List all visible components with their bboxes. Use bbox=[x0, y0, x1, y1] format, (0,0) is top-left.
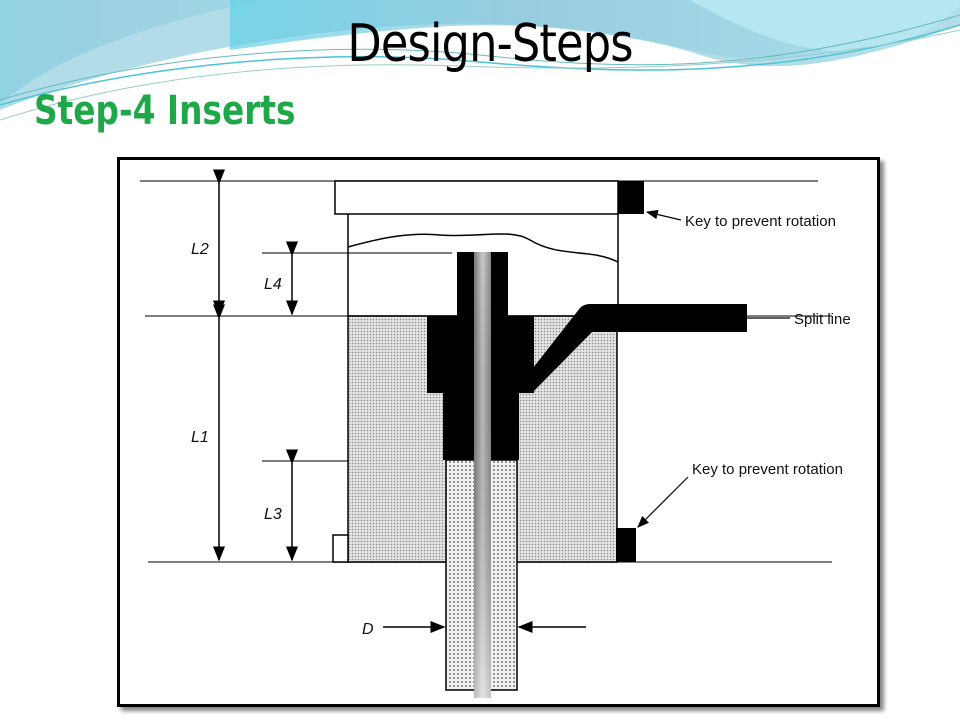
top-key bbox=[618, 181, 644, 214]
slide-title: Design-Steps bbox=[347, 14, 633, 74]
callout-top-key: Key to prevent rotation bbox=[685, 213, 836, 230]
bottom-key bbox=[616, 528, 636, 562]
dimension-l2: L2 bbox=[191, 241, 209, 258]
break-line bbox=[347, 233, 619, 263]
slide-subtitle: Step-4 Inserts bbox=[34, 88, 296, 134]
dimension-l1: L1 bbox=[191, 429, 209, 446]
dimension-l4: L4 bbox=[264, 276, 282, 293]
dimension-d: D bbox=[362, 621, 374, 638]
top-plate bbox=[334, 180, 619, 215]
callout-split-line: Split line bbox=[794, 311, 851, 328]
dimension-arrows bbox=[213, 169, 586, 633]
dimension-l3: L3 bbox=[264, 506, 282, 523]
callout-bottom-key: Key to prevent rotation bbox=[692, 461, 843, 478]
runner bbox=[533, 304, 747, 392]
locating-block bbox=[332, 534, 349, 563]
